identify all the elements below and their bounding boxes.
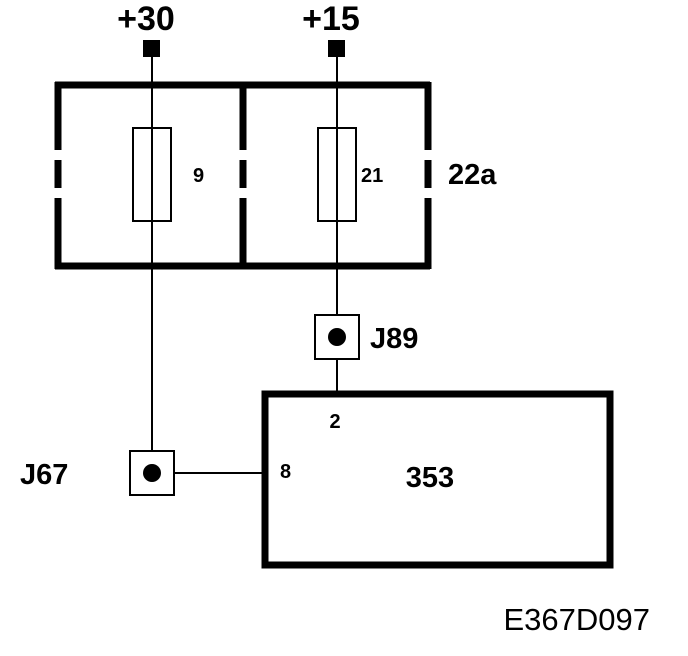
figure-code: E367D097: [503, 602, 650, 637]
terminal-15-label: +15: [302, 0, 360, 38]
connector-j89-label: J89: [370, 323, 418, 355]
connector-j89-dot: [328, 328, 346, 346]
module-353-box: [261, 390, 614, 569]
terminal-30-label: +30: [117, 0, 175, 38]
connector-j67-label: J67: [20, 459, 68, 491]
terminal-30-marker: [143, 40, 160, 57]
module-pin-8: 8: [280, 461, 291, 483]
fuse-box-label: 22a: [448, 159, 497, 191]
terminal-15-marker: [328, 40, 345, 57]
connector-j67-dot: [143, 464, 161, 482]
fuse-21-number: 21: [361, 165, 383, 187]
fuse-9-number: 9: [193, 165, 204, 187]
module-pin-2: 2: [329, 411, 340, 433]
fuse-box-outline: [54, 81, 432, 270]
module-353-label: 353: [406, 462, 454, 494]
